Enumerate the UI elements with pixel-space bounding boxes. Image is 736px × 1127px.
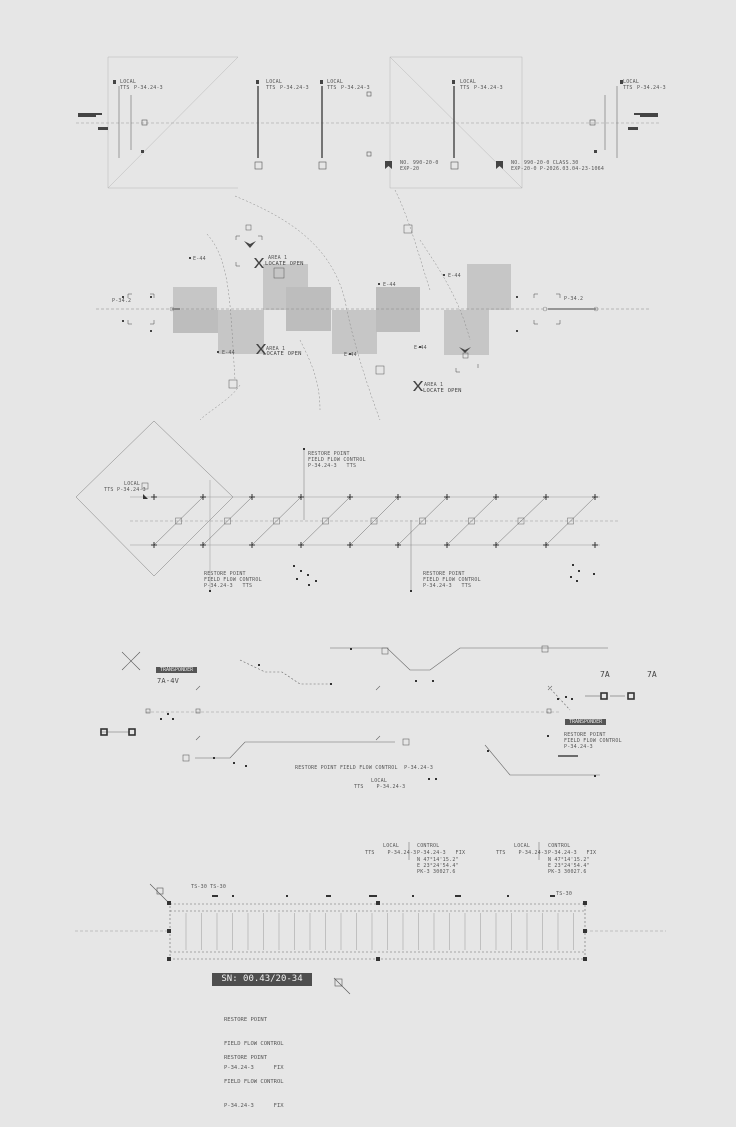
grid-diagonal	[349, 496, 399, 546]
s1-local-2: LOCAL	[266, 79, 283, 85]
s2-e-tag-6: E-44	[414, 345, 427, 351]
s2-e-tag-3: E-44	[448, 273, 461, 279]
section-3-crosses	[151, 494, 598, 548]
grid-diagonal	[495, 496, 547, 546]
s4-big-label-a: 7A	[600, 670, 610, 679]
section-4-dots	[160, 648, 596, 780]
s5-ts-b: TS-30	[210, 884, 227, 890]
section-5-marks	[167, 895, 587, 961]
s5-tts-1: TTS P-34.24-3	[365, 850, 417, 856]
s4-transponder-value: 7A-4V	[157, 677, 180, 685]
restore-1-line1: RESTORE POINT	[224, 1017, 268, 1023]
s2-small-tag-3: AREA 1	[424, 382, 444, 388]
grid-square	[224, 517, 231, 525]
s2-locate-open-1: LOCATE OPEN	[265, 261, 304, 267]
s1-code-5: P-34.24-3	[637, 85, 666, 91]
restore-2-line2: FIELD FLOW CONTROL	[224, 1079, 284, 1085]
s1-tts-3: TTS	[327, 85, 337, 91]
s1-code-3: P-34.24-3	[341, 85, 370, 91]
grid-square	[370, 517, 378, 525]
grid-diagonal	[202, 496, 253, 546]
restore-block-1: RESTORE POINT FIELD FLOW CONTROL P-34.24…	[224, 1000, 284, 1080]
section-3-dots	[143, 448, 595, 592]
restore-1-line3: P-34.24-3 FIX	[224, 1065, 284, 1071]
section-3-grid	[75, 420, 620, 590]
section-4-nodes	[100, 692, 635, 736]
s2-locate-open-3: LOCATE OPEN	[423, 388, 462, 394]
grid-square	[175, 517, 182, 525]
section-2-lines	[96, 189, 650, 421]
s4-local: LOCAL	[371, 778, 388, 784]
grid-diagonal	[545, 496, 596, 546]
section-2-marks	[122, 241, 518, 391]
grid-diagonal	[300, 496, 351, 546]
s1-meta-a: NO. 990-20-0 EXP-20	[400, 160, 439, 172]
restore-1-line2: FIELD FLOW CONTROL	[224, 1041, 284, 1047]
s1-tts-4: TTS	[460, 85, 470, 91]
section-4-routes	[100, 645, 625, 776]
s4-big-label-b: 7A	[647, 670, 657, 679]
s5-ts-c: TS-30	[556, 891, 573, 897]
s1-code-2: P-34.24-3	[280, 85, 309, 91]
s5-control-code-2: P-34.24-3 FIX	[548, 850, 597, 856]
restore-block-2: RESTORE POINT FIELD FLOW CONTROL P-34.24…	[224, 1038, 284, 1118]
s2-e-tag-2: E-44	[383, 282, 396, 288]
s1-local-3: LOCAL	[327, 79, 344, 85]
s5-local-1: LOCAL	[383, 843, 400, 849]
grid-square	[273, 517, 280, 525]
grid-square	[419, 517, 426, 525]
s1-local-4: LOCAL	[460, 79, 477, 85]
grid-square	[322, 517, 329, 525]
grid-square	[468, 517, 475, 525]
section-1-rail	[76, 56, 660, 189]
s2-code-right: P-34.2	[564, 296, 584, 302]
s3-tts: TTS	[104, 487, 114, 493]
s4-tts-code: TTS P-34.24-3	[354, 784, 406, 790]
s4-transponder-tag-1: TRANSPONDER	[156, 667, 198, 673]
s2-e-tag-5: E-44	[344, 352, 357, 358]
s1-code-1: P-34.24-3	[134, 85, 163, 91]
s3-restore-right: RESTORE POINT FIELD FLOW CONTROL P-34.24…	[423, 571, 481, 589]
grid-diagonal	[446, 496, 497, 546]
grid-square	[567, 517, 574, 525]
s2-e-tag-4: E-44	[222, 350, 235, 356]
s5-coords-1: N 47°14'15.2" E 23°24'54.4" PK-3 30027.6	[417, 857, 459, 875]
restore-2-line3: P-34.24-3 FIX	[224, 1103, 284, 1109]
s5-coords-2: N 47°14'15.2" E 23°24'54.4" PK-3 30027.6	[548, 857, 590, 875]
s5-local-2: LOCAL	[514, 843, 531, 849]
restore-2-line1: RESTORE POINT	[224, 1055, 268, 1061]
grid-square	[517, 517, 525, 525]
s5-tts-2: TTS P-34.24-3	[496, 850, 548, 856]
s1-tts-2: TTS	[266, 85, 276, 91]
s1-tts-1: TTS	[120, 85, 130, 91]
s1-tts-5: TTS	[623, 85, 633, 91]
s4-restore-small: RESTORE POINT FIELD FLOW CONTROL P-34.24…	[564, 732, 622, 750]
s1-local-5: LOCAL	[623, 79, 640, 85]
s2-small-tag-1: AREA 1	[268, 255, 288, 261]
grid-diagonal	[153, 496, 204, 546]
s5-control-2: CONTROL	[548, 843, 571, 849]
s1-meta-b: NO. 990-20-0 CLASS.30 EXP-20-0 P-2026.03…	[511, 160, 605, 172]
s5-control-1: CONTROL	[417, 843, 440, 849]
s1-code-4: P-34.24-3	[474, 85, 503, 91]
s3-restore-left: RESTORE POINT FIELD FLOW CONTROL P-34.24…	[204, 571, 262, 589]
s2-small-tag-2: AREA 1	[266, 346, 286, 352]
s4-route-label: RESTORE POINT FIELD FLOW CONTROL P-34.24…	[295, 765, 434, 771]
s3-local: LOCAL	[124, 481, 141, 487]
serial-number-badge: SN: 00.43/20-34	[212, 973, 312, 986]
s2-e-tag-1: E-44	[193, 256, 206, 262]
s4-transponder-tag-2: TRANSPONDER	[565, 719, 607, 725]
s5-control-code-1: P-34.24-3 FIX	[417, 850, 466, 856]
s1-local-1: LOCAL	[120, 79, 137, 85]
s2-code-left: P-34.2	[112, 298, 132, 304]
grid-diagonal	[251, 496, 302, 546]
section-2-blocks	[173, 264, 511, 355]
section-1-marks	[78, 80, 658, 169]
s2-locate-open-2: LOCATE OPEN	[263, 351, 302, 357]
s5-ts-a: TS-30	[191, 884, 208, 890]
grid-diagonal	[397, 496, 448, 546]
s3-restore-top: RESTORE POINT FIELD FLOW CONTROL P-34.24…	[308, 451, 366, 469]
s3-code: P-34.24-3	[117, 487, 146, 493]
